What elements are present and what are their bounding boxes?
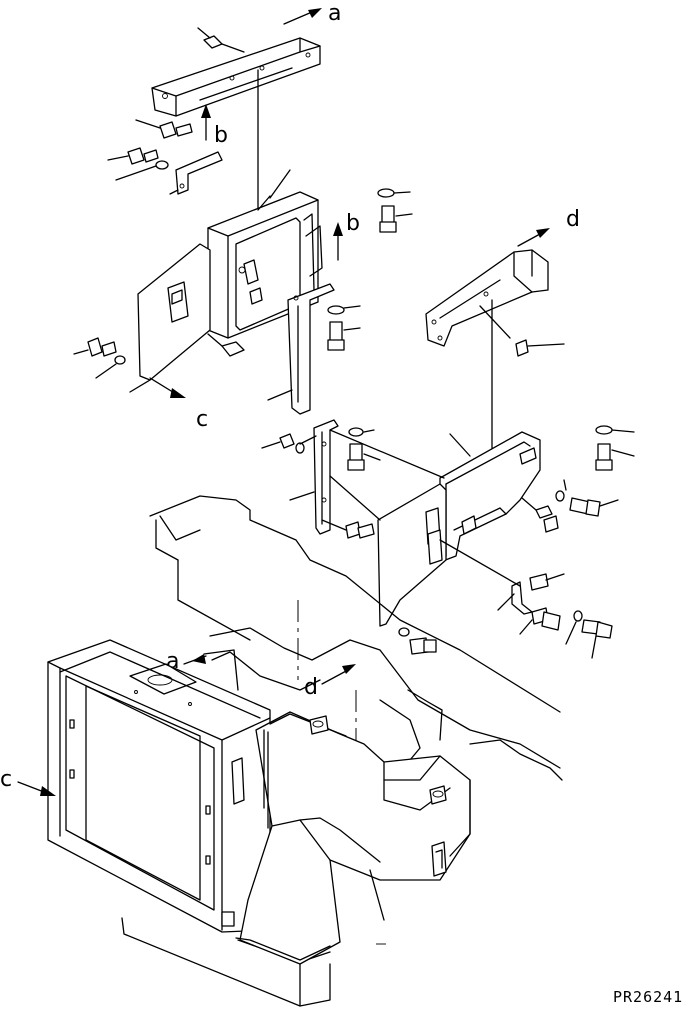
label-a-top: a — [328, 1, 341, 26]
vertical-bracket-upper — [267, 283, 361, 415]
handle-part — [243, 259, 259, 285]
small-clip-part — [203, 35, 223, 49]
arrow-b-left: b — [201, 104, 228, 148]
arrow-a-top: a — [283, 1, 341, 26]
drawing-code: PR26241 — [613, 988, 683, 1006]
chassis-outline — [121, 495, 563, 1007]
nut-washer-mid — [261, 427, 381, 471]
bolts-upper-left — [107, 119, 223, 195]
radiator-grip — [231, 757, 245, 805]
arrow-b-center: b — [333, 211, 360, 261]
label-b-center: b — [346, 211, 360, 236]
arrow-d-upper: d — [517, 207, 580, 247]
main-air-duct — [235, 711, 471, 965]
right-cover-panel — [377, 431, 541, 627]
arrow-c-left: c — [0, 767, 56, 796]
label-b-left: b — [214, 123, 228, 148]
bolts-lower-right — [398, 539, 613, 659]
arrow-d-lower: d — [304, 664, 356, 700]
duct-latch — [431, 841, 447, 877]
label-c-right: c — [196, 407, 208, 432]
block-part — [221, 341, 245, 357]
right-duct-d — [425, 249, 565, 471]
bolts-right — [521, 425, 635, 533]
upper-bracket-a — [151, 27, 321, 246]
bolts-left-c: c — [73, 337, 208, 432]
vertical-bracket-lower — [289, 419, 445, 539]
label-c-left: c — [0, 767, 12, 792]
label-d-upper: d — [566, 207, 580, 232]
label-d-lower: d — [304, 675, 318, 700]
bolt-set-b — [377, 188, 413, 233]
radiator-frame — [47, 639, 271, 933]
